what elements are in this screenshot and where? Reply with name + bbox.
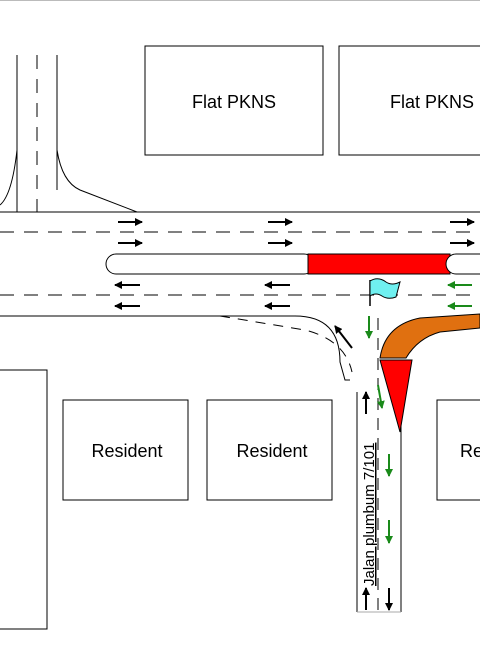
flag-icon xyxy=(369,278,401,306)
building-left-block xyxy=(0,369,48,630)
building-label: Re xyxy=(460,441,480,461)
building-label: Flat PKNS xyxy=(192,92,276,112)
top-side-road xyxy=(0,55,138,213)
building-label: Resident xyxy=(91,441,162,461)
main-road xyxy=(0,211,480,381)
median-left xyxy=(105,253,315,275)
traffic-arrows xyxy=(114,218,475,611)
building-label: Flat PKNS xyxy=(390,92,474,112)
arrow-down-icon xyxy=(376,384,385,409)
building-resident-3-partial: Re xyxy=(436,399,480,501)
building-resident-1: Resident xyxy=(62,399,189,501)
red-taper xyxy=(379,359,413,433)
orange-barrier xyxy=(379,313,480,433)
median xyxy=(105,253,480,275)
building-flat-pkns-2: Flat PKNS xyxy=(338,45,480,156)
road-name-label: Jalan plumbum 7/101 xyxy=(361,443,378,586)
building-resident-2: Resident xyxy=(206,399,333,501)
closure-bar xyxy=(307,253,451,275)
median-right xyxy=(445,253,480,275)
building-flat-pkns-1: Flat PKNS xyxy=(144,45,324,156)
building-label: Resident xyxy=(236,441,307,461)
arrow-up-icon xyxy=(334,325,353,349)
